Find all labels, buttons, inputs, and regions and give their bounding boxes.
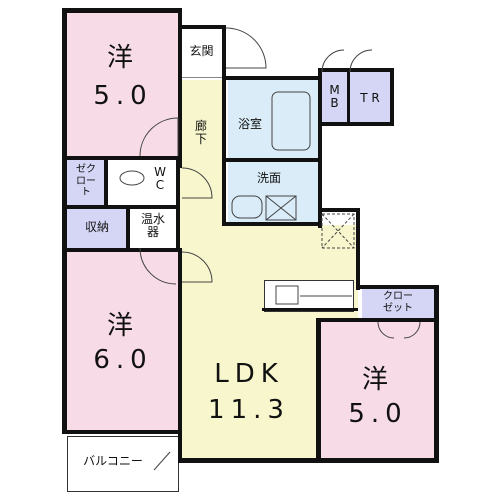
- wall: [318, 208, 360, 212]
- door-arc: [349, 49, 373, 73]
- door-arc: [403, 321, 421, 339]
- room-entrance: [180, 28, 223, 78]
- balcony-door: [153, 451, 171, 471]
- label-closet-small: ゼク ロー ト: [76, 164, 96, 198]
- wall: [222, 158, 320, 162]
- room-mb: [322, 72, 347, 122]
- label-washroom: 洗面: [256, 171, 281, 185]
- label-storage: 収納: [84, 220, 109, 234]
- wall: [62, 8, 67, 433]
- label-mb: M B: [329, 83, 340, 111]
- label-western-3-size: 5.0: [348, 399, 408, 429]
- washing-machine-space: [265, 195, 297, 221]
- room-western-3: [320, 322, 434, 460]
- label-water-heater: 温水 器: [140, 212, 165, 240]
- room-storage: [67, 208, 127, 248]
- room-western-1: [67, 12, 179, 158]
- wall: [62, 248, 182, 252]
- door-arc: [181, 251, 213, 283]
- door-arc: [139, 117, 179, 157]
- door-arc: [181, 167, 213, 199]
- label-western-3-name: 洋: [361, 365, 394, 395]
- fridge-space: [321, 213, 355, 249]
- wall: [356, 210, 360, 290]
- wall: [176, 160, 180, 252]
- wall: [62, 205, 180, 209]
- wall: [178, 8, 182, 168]
- wall: [178, 458, 322, 463]
- door-arc: [139, 247, 177, 285]
- room-ldk-a: [180, 225, 358, 330]
- label-western-1-size: 5.0: [93, 81, 153, 111]
- room-western-2: [67, 252, 179, 430]
- bathtub: [271, 91, 311, 151]
- label-western-2-size: 6.0: [93, 345, 153, 375]
- room-hallway: [180, 80, 225, 250]
- stove: [275, 285, 299, 305]
- wall: [178, 250, 182, 460]
- label-balcony: バルコニー: [83, 454, 143, 468]
- wall: [316, 458, 439, 463]
- label-wc: W C: [154, 165, 166, 193]
- wall: [316, 318, 321, 463]
- wall: [62, 156, 182, 160]
- room-tr: [350, 72, 390, 122]
- door-arc: [225, 27, 267, 69]
- room-balcony: [67, 436, 179, 492]
- label-ldk-name: LDK: [214, 359, 284, 389]
- wall: [222, 222, 320, 226]
- label-hallway: 廊 下: [194, 119, 207, 147]
- label-western-2-name: 洋: [106, 311, 139, 341]
- label-western-1-name: 洋: [106, 43, 139, 73]
- sink: [231, 195, 263, 219]
- label-tr: T R: [360, 91, 380, 105]
- room-closet-3: [362, 288, 434, 320]
- wall: [318, 318, 436, 322]
- wall: [62, 430, 182, 434]
- label-bath: 浴室: [237, 117, 262, 131]
- wall: [318, 68, 322, 228]
- wall: [390, 68, 394, 126]
- wall: [126, 205, 130, 250]
- wall: [434, 285, 439, 463]
- label-closet-3: クロー ゼット: [383, 291, 413, 314]
- room-water-heater: [130, 208, 176, 248]
- label-entrance: 玄関: [189, 44, 214, 58]
- wall: [222, 25, 226, 225]
- room-washroom: [228, 162, 318, 222]
- door-arc: [321, 49, 345, 73]
- wall: [318, 68, 394, 72]
- wall: [104, 156, 108, 208]
- wall: [62, 8, 182, 13]
- wall: [222, 76, 322, 80]
- door-arc: [377, 321, 395, 339]
- room-bath: [228, 80, 318, 158]
- wall: [347, 70, 350, 125]
- wall: [358, 285, 439, 289]
- toilet: [119, 170, 145, 186]
- room-ldk-b: [180, 330, 318, 460]
- wall: [262, 308, 358, 311]
- room-closet-small: [67, 160, 105, 205]
- wall: [318, 122, 394, 126]
- label-ldk-size: 11.3: [208, 395, 290, 425]
- wall: [178, 25, 226, 29]
